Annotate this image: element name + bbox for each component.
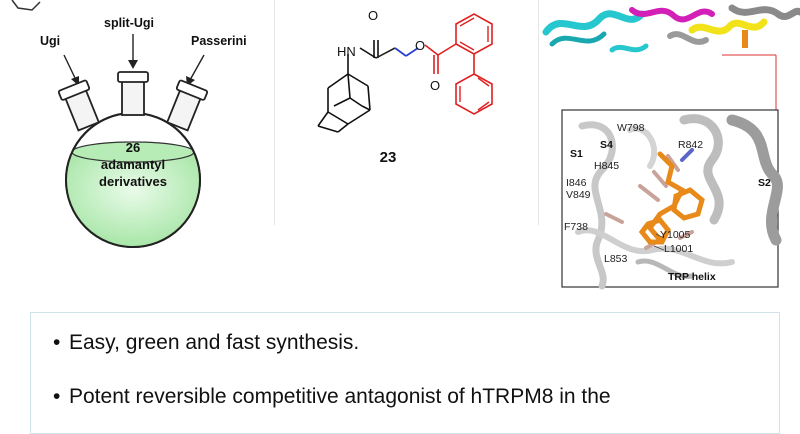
atom-o-amide: O bbox=[368, 8, 378, 23]
arrow-ugi bbox=[63, 54, 77, 81]
bullet-item: • Easy, green and fast synthesis. bbox=[53, 331, 359, 355]
res-h845: H845 bbox=[594, 160, 619, 172]
res-l853: L853 bbox=[604, 253, 628, 265]
compound-23-structure: O HN O O 23 bbox=[317, 8, 493, 166]
res-y1005: Y1005 bbox=[660, 229, 691, 241]
res-v849: V849 bbox=[566, 189, 591, 201]
protein-overview bbox=[542, 4, 800, 53]
res-r842: R842 bbox=[678, 139, 703, 151]
res-i846: I846 bbox=[566, 177, 587, 189]
flask-neck-right bbox=[166, 79, 209, 132]
flask-panel: 26 adamantyl derivatives Ugi split-Ugi P… bbox=[0, 0, 270, 300]
label-split-ugi: split-Ugi bbox=[104, 16, 154, 30]
partial-sketch bbox=[11, 0, 41, 11]
res-s2: S2 bbox=[758, 177, 771, 189]
atom-o-ester: O bbox=[415, 38, 425, 53]
bullet-item: • Potent reversible competitive antagonis… bbox=[53, 385, 611, 409]
flask-neck-left bbox=[57, 79, 100, 132]
res-s1: S1 bbox=[570, 148, 583, 160]
atom-hn: HN bbox=[337, 44, 356, 59]
arrow-passerini bbox=[189, 54, 205, 81]
bullet-dot-icon: • bbox=[53, 331, 61, 354]
label-ugi: Ugi bbox=[40, 34, 61, 48]
flask-drawing: 26 adamantyl derivatives bbox=[11, 0, 209, 248]
res-w798: W798 bbox=[617, 122, 645, 134]
res-f738: F738 bbox=[564, 221, 588, 233]
bullet-text: Potent reversible competitive antagonist… bbox=[69, 385, 611, 408]
flask-liquid bbox=[66, 152, 200, 247]
flask-line1: adamantyl bbox=[101, 157, 165, 172]
protein-docking-image: W798 S4 R842 S1 H845 I846 V849 S2 F738 Y… bbox=[542, 0, 800, 290]
res-trp-helix: TRP helix bbox=[668, 271, 716, 283]
compound-label: 23 bbox=[380, 149, 397, 166]
divider-left bbox=[274, 0, 275, 225]
bullet-text: Easy, green and fast synthesis. bbox=[69, 331, 360, 354]
res-s4: S4 bbox=[600, 139, 613, 151]
ligand-sticks bbox=[638, 151, 705, 245]
summary-box: • Easy, green and fast synthesis. • Potent… bbox=[30, 312, 780, 434]
label-passerini: Passerini bbox=[191, 34, 247, 48]
helix-ribbons bbox=[575, 114, 783, 290]
atom-o-carbonyl: O bbox=[430, 78, 440, 93]
flask-line2: derivatives bbox=[99, 174, 167, 189]
structure-panel: O HN O O 23 bbox=[290, 0, 535, 300]
res-l1001: L1001 bbox=[664, 243, 693, 255]
bullet-dot-icon: • bbox=[53, 385, 61, 408]
flask-neck-center bbox=[121, 79, 145, 116]
flask-count: 26 bbox=[126, 140, 140, 155]
divider-right bbox=[538, 0, 539, 225]
docking-panel: W798 S4 R842 S1 H845 I846 V849 S2 F738 Y… bbox=[542, 0, 800, 300]
